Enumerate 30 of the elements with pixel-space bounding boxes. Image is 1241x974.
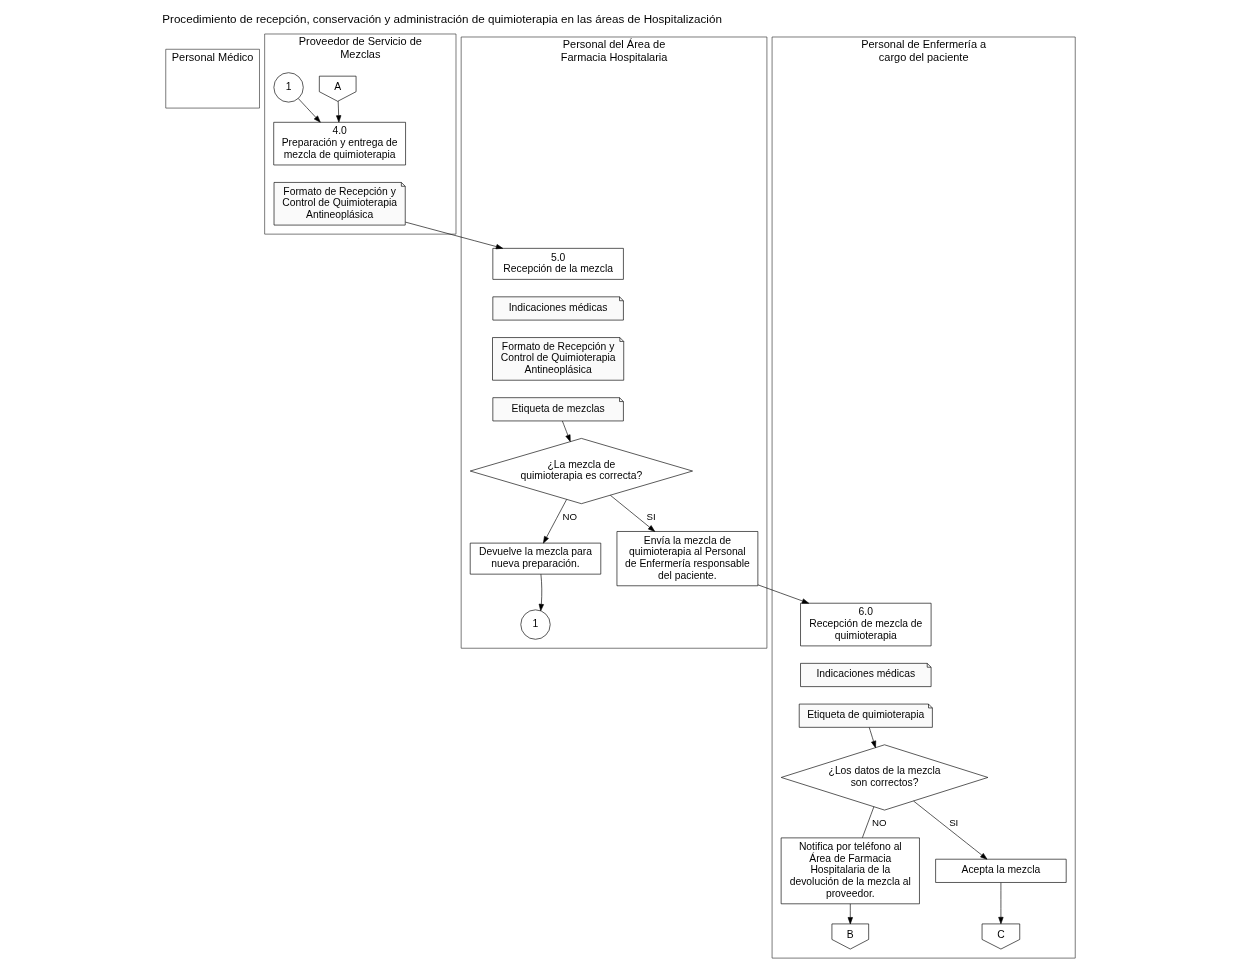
arrow bbox=[847, 903, 853, 925]
node-diamond: ¿Los datos de la mezcla son correctos? bbox=[780, 744, 989, 811]
arrow bbox=[538, 573, 544, 612]
diagram-title: Procedimiento de recepción, conservación y administración de quimioterapia en las áreas de Hospitalización bbox=[162, 11, 722, 25]
arrow bbox=[998, 882, 1004, 925]
node-diamond: ¿La mezcla de quimioterapia es correcta? bbox=[469, 438, 693, 504]
arrow bbox=[543, 499, 567, 544]
node-box: Envía la mezcla de quimioterapia al Personal de Enfermería responsable del paciente. bbox=[616, 531, 759, 587]
arrow bbox=[913, 800, 988, 860]
edge-label: NO bbox=[562, 510, 578, 522]
node-box: Notifica por teléfono al Área de Farmacia Hospitalaria de la devolución de la mezcla al proveedor. bbox=[780, 837, 920, 905]
node-circle: 1 bbox=[520, 609, 551, 640]
edge-label: SI bbox=[949, 817, 959, 829]
node-box: 6.0 Recepción de mezcla de quimioterapia bbox=[800, 602, 932, 647]
node-box: Acepta la mezcla bbox=[935, 858, 1067, 883]
node-box: Personal Médico bbox=[165, 48, 260, 109]
connector bbox=[862, 806, 875, 839]
arrow bbox=[610, 494, 656, 532]
node-box: Devuelve la mezcla para nueva preparación. bbox=[469, 542, 602, 575]
node-box: 5.0 Recepción de la mezcla bbox=[492, 248, 624, 280]
edge-label: SI bbox=[646, 510, 656, 522]
arrow bbox=[868, 727, 877, 748]
arrow bbox=[298, 98, 321, 123]
arrow bbox=[757, 584, 810, 604]
node-box: 4.0 Preparación y entrega de mezcla de quimioterapia bbox=[273, 122, 406, 166]
arrow bbox=[336, 100, 342, 123]
edge-label: NO bbox=[872, 817, 887, 829]
arrow bbox=[405, 221, 504, 250]
arrow bbox=[562, 420, 571, 442]
node-circle: 1 bbox=[273, 72, 304, 103]
